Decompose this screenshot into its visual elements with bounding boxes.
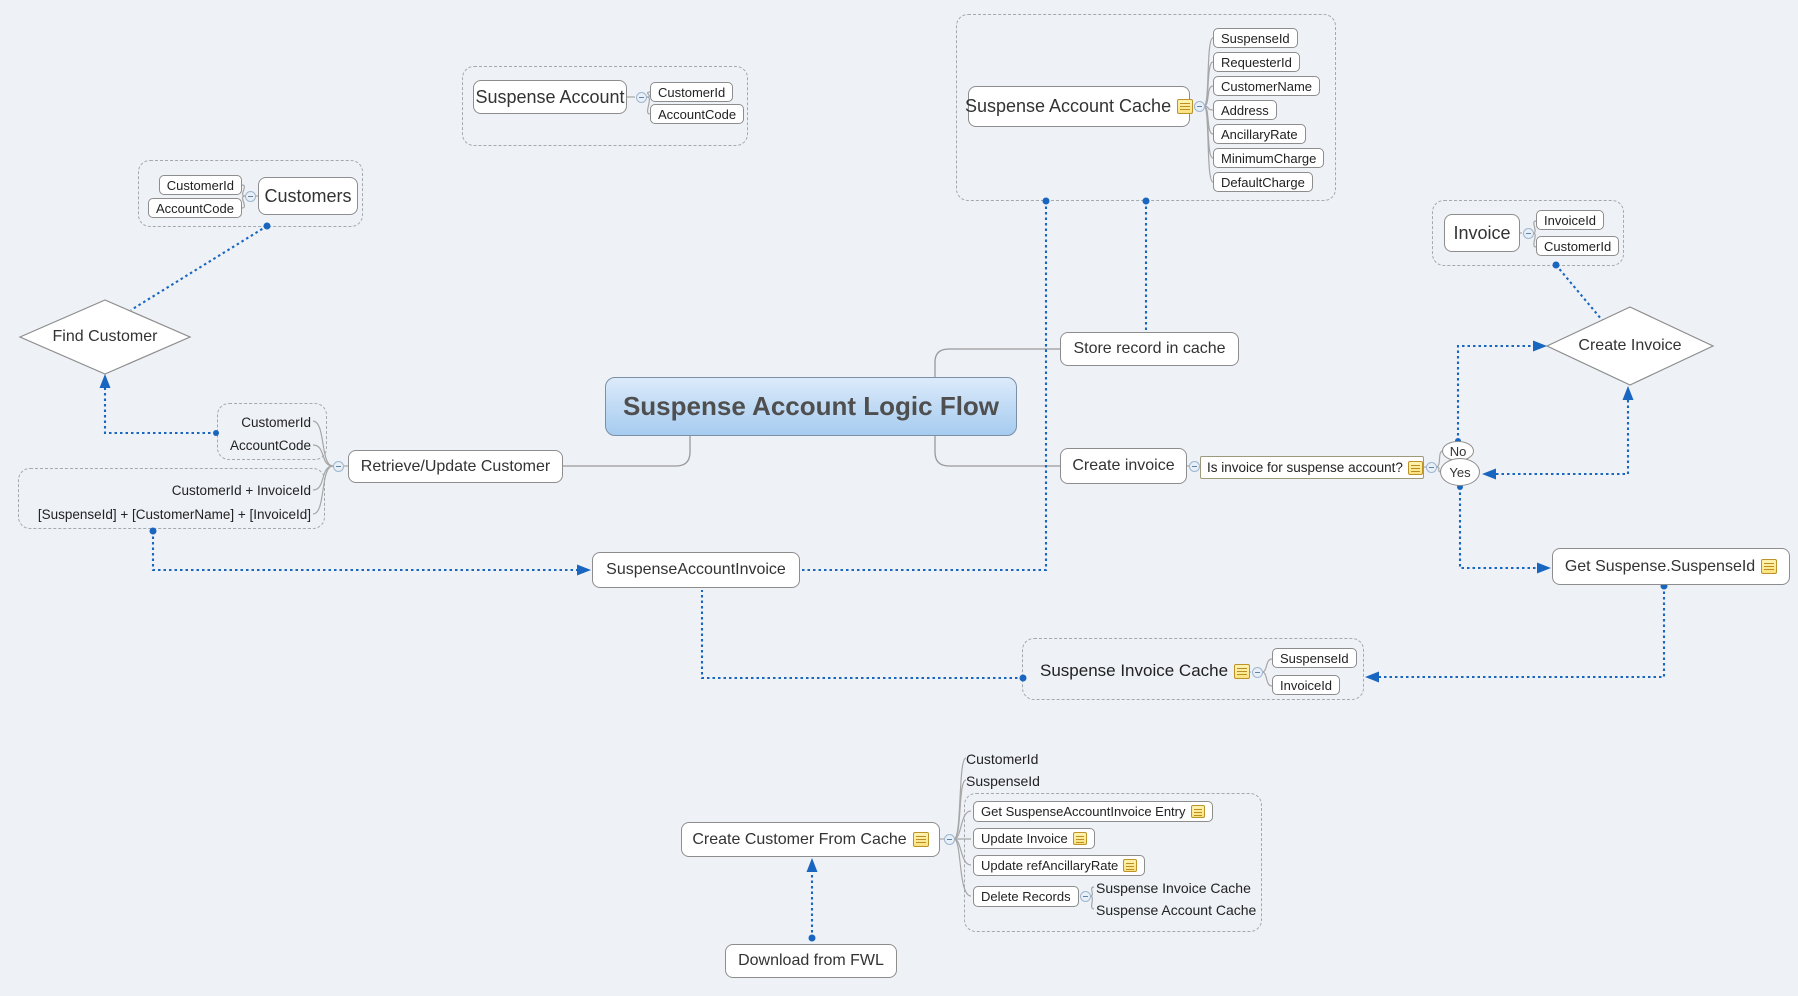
node-suspense-account-cache-label: Suspense Account Cache	[964, 96, 1172, 116]
node-get-suspense-suspenseid[interactable]: Get Suspense.SuspenseId	[1552, 548, 1790, 585]
rel-inputs-to-find-customer	[103, 377, 216, 435]
note-icon[interactable]	[1761, 559, 1778, 574]
node-retrieve-update-customer-label: Retrieve/Update Customer	[360, 457, 551, 475]
step-label: Update refAncillaryRate	[981, 858, 1119, 873]
collapse-icon[interactable]	[1193, 100, 1205, 112]
field-customers-accountcode[interactable]: AccountCode	[147, 198, 242, 218]
field-cache-customername[interactable]: CustomerName	[1213, 76, 1321, 96]
collapse-icon[interactable]	[1425, 461, 1437, 473]
collapse-icon[interactable]	[332, 460, 344, 472]
field-suspense-account-accountcode[interactable]: AccountCode	[650, 104, 745, 124]
node-suspenseaccountinvoice-label: SuspenseAccountInvoice	[606, 561, 786, 578]
delete-target-suspense-invoice-cache[interactable]: Suspense Invoice Cache	[1096, 880, 1251, 896]
field-cache-minimumcharge[interactable]: MinimumCharge	[1213, 148, 1325, 168]
node-create-invoice-task-label: Create invoice	[1072, 457, 1175, 474]
node-is-invoice-question[interactable]: Is invoice for suspense account?	[1200, 456, 1424, 479]
field-sic-suspenseid[interactable]: SuspenseId	[1272, 648, 1357, 668]
node-suspenseaccountinvoice[interactable]: SuspenseAccountInvoice	[592, 552, 800, 588]
node-suspense-account[interactable]: Suspense Account	[473, 80, 627, 114]
retrieve-input-customerid-invoiceid[interactable]: CustomerId + InvoiceId	[171, 483, 311, 498]
node-create-customer-label: Create Customer From Cache	[692, 830, 907, 848]
step-label: Get SuspenseAccountInvoice Entry	[981, 804, 1186, 819]
node-store-record-in-cache[interactable]: Store record in cache	[1060, 332, 1239, 366]
node-store-record-label: Store record in cache	[1073, 340, 1226, 357]
central-topic-label: Suspense Account Logic Flow	[622, 391, 1000, 421]
central-topic[interactable]: Suspense Account Logic Flow	[605, 377, 1017, 436]
node-create-customer-from-cache[interactable]: Create Customer From Cache	[681, 822, 940, 857]
node-suspense-invoice-cache[interactable]: Suspense Invoice Cache	[1040, 661, 1251, 681]
boundary-suspense-account[interactable]	[462, 66, 748, 146]
create-customer-param-customerid[interactable]: CustomerId	[966, 751, 1039, 767]
field-cache-address[interactable]: Address	[1213, 100, 1277, 120]
retrieve-input-suspenseid-customername-invoiceid[interactable]: [SuspenseId] + [CustomerName] + [Invoice…	[37, 507, 311, 522]
field-customers-customerid[interactable]: CustomerId	[158, 175, 242, 195]
create-customer-param-suspenseid[interactable]: SuspenseId	[966, 773, 1040, 789]
decision-create-invoice[interactable]: Create Invoice	[1547, 307, 1713, 385]
note-icon[interactable]	[1234, 663, 1251, 679]
decision-create-invoice-label: Create Invoice	[1578, 337, 1682, 354]
answer-yes-label: Yes	[1449, 464, 1471, 480]
field-suspense-account-customerid[interactable]: CustomerId	[650, 82, 734, 102]
field-invoice-invoiceid[interactable]: InvoiceId	[1536, 210, 1605, 230]
answer-no-label: No	[1449, 443, 1467, 459]
rel-yes-to-get-suspense	[1458, 487, 1546, 570]
step-label: Update Invoice	[981, 831, 1068, 846]
step-get-suspenseaccountinvoice-entry[interactable]: Get SuspenseAccountInvoice Entry	[973, 801, 1213, 822]
field-cache-defaultcharge[interactable]: DefaultCharge	[1213, 172, 1313, 192]
note-icon[interactable]	[1072, 832, 1087, 845]
node-download-from-fwl[interactable]: Download from FWL	[725, 944, 897, 978]
retrieve-input-accountcode[interactable]: AccountCode	[229, 438, 311, 453]
note-icon[interactable]	[1407, 460, 1423, 475]
step-update-refancillaryrate[interactable]: Update refAncillaryRate	[973, 855, 1146, 876]
collapse-icon[interactable]	[635, 91, 647, 103]
collapse-icon[interactable]	[244, 190, 256, 202]
collapse-icon[interactable]	[1251, 666, 1263, 678]
step-update-invoice[interactable]: Update Invoice	[973, 828, 1095, 849]
collapse-icon[interactable]	[1522, 227, 1534, 239]
collapse-icon[interactable]	[943, 833, 955, 845]
rel-invoice-cache-to-suspenseaccountinvoice	[700, 590, 1023, 680]
field-invoice-customerid[interactable]: CustomerId	[1536, 236, 1620, 256]
note-icon[interactable]	[912, 832, 929, 847]
rel-inputs-to-suspenseaccountinvoice	[151, 531, 586, 572]
field-cache-ancillaryrate[interactable]: AncillaryRate	[1213, 124, 1306, 144]
decision-find-customer[interactable]: Find Customer	[20, 300, 190, 374]
rel-no-to-create-invoice	[1456, 344, 1542, 441]
delete-target-suspense-account-cache[interactable]: Suspense Account Cache	[1096, 902, 1257, 918]
collapse-icon[interactable]	[1188, 460, 1200, 472]
node-suspense-account-cache[interactable]: Suspense Account Cache	[964, 86, 1194, 127]
field-cache-requesterid[interactable]: RequesterId	[1213, 52, 1300, 72]
node-customers-label: Customers	[264, 185, 352, 206]
answer-yes[interactable]: Yes	[1440, 458, 1480, 486]
decision-find-customer-label: Find Customer	[52, 328, 158, 345]
node-invoice-label: Invoice	[1453, 222, 1511, 243]
rel-get-suspense-to-invoice-cache	[1370, 586, 1666, 679]
note-icon[interactable]	[1177, 99, 1194, 114]
step-delete-records[interactable]: Delete Records	[973, 886, 1079, 907]
retrieve-input-customerid[interactable]: CustomerId	[241, 415, 311, 430]
node-invoice[interactable]: Invoice	[1444, 214, 1520, 252]
node-customers[interactable]: Customers	[258, 177, 358, 215]
rel-customers-to-find-customer	[130, 225, 268, 311]
node-get-suspense-label: Get Suspense.SuspenseId	[1564, 557, 1756, 575]
node-retrieve-update-customer[interactable]: Retrieve/Update Customer	[348, 450, 563, 483]
rel-yes-create-invoice-link	[1485, 390, 1630, 476]
question-label: Is invoice for suspense account?	[1207, 460, 1403, 475]
node-download-from-fwl-label: Download from FWL	[738, 952, 884, 969]
boundary-invoice[interactable]	[1432, 200, 1624, 266]
collapse-icon[interactable]	[1079, 890, 1091, 902]
node-create-invoice-task[interactable]: Create invoice	[1060, 448, 1187, 484]
field-sic-invoiceid[interactable]: InvoiceId	[1272, 675, 1341, 695]
node-suspense-account-label: Suspense Account	[475, 86, 625, 107]
note-icon[interactable]	[1190, 805, 1205, 818]
note-icon[interactable]	[1123, 859, 1138, 872]
node-suspense-invoice-cache-label: Suspense Invoice Cache	[1040, 661, 1229, 680]
field-cache-suspenseid[interactable]: SuspenseId	[1213, 28, 1298, 48]
